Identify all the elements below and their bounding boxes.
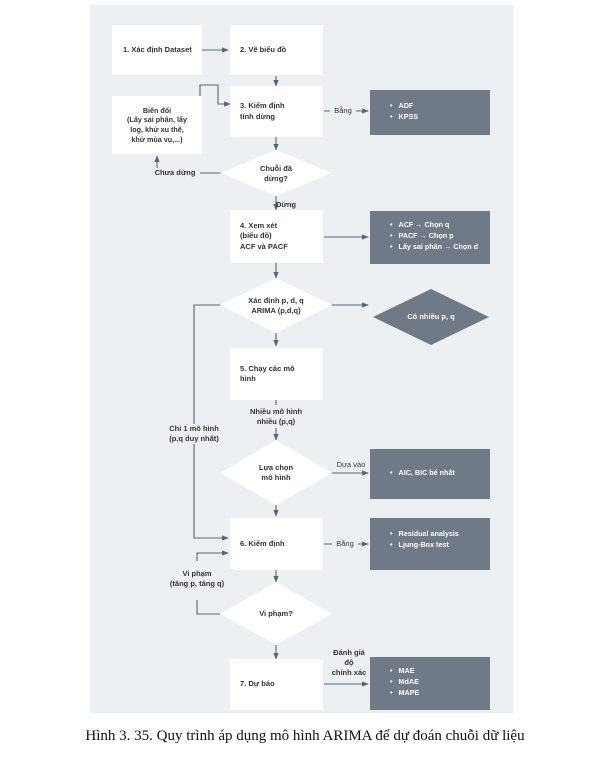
decision-stationary bbox=[220, 150, 332, 196]
panel-item: ADF bbox=[390, 100, 478, 111]
arrow-d5-6-b bbox=[196, 550, 229, 561]
arrow-transform-3 bbox=[199, 84, 231, 107]
step-transform: Biến đổi (Lấy sai phân, lấy log, khử xu … bbox=[112, 96, 202, 154]
decision-pdq-text: Xác định p, d, q ARIMA (p,d,q) bbox=[248, 296, 304, 315]
decision-many-pq-text: Có nhiều p, q bbox=[407, 312, 455, 321]
panel-list: ACF → Chọn qPACF → Chọn pLấy sai phân → … bbox=[382, 219, 478, 252]
panel-item: AIC, BIC bé nhất bbox=[390, 467, 478, 478]
step-acf-pacf: 4. Xem xét (biểu đồ) ACF và PACF bbox=[230, 210, 323, 263]
panel-item: KPSS bbox=[390, 111, 478, 122]
panel-aic-bic: AIC, BIC bé nhất bbox=[370, 449, 490, 499]
decision-many-pq bbox=[373, 289, 489, 345]
panel-item: PACF → Chọn p bbox=[390, 230, 478, 241]
step-validate: 6. Kiểm định bbox=[230, 518, 323, 570]
step-plot: 2. Vẽ biểu đồ bbox=[230, 25, 323, 75]
panel-item: MAPE bbox=[390, 687, 478, 698]
label-nhieu-mo-hinh: Nhiều mô hình nhiều (p,q) bbox=[236, 407, 316, 427]
decision-violation bbox=[220, 582, 332, 645]
decision-stationary-text: Chuỗi đã dừng? bbox=[259, 164, 293, 183]
decision-violation-text: Vi phạm? bbox=[259, 609, 293, 618]
panel-residual-tests: Residual analysisLjung-Box test bbox=[370, 518, 490, 570]
panel-stationarity-tests: ADFKPSS bbox=[370, 90, 490, 135]
panel-list: Residual analysisLjung-Box test bbox=[382, 528, 478, 550]
label-dua-vao: Dựa vào bbox=[336, 460, 366, 469]
label-danh-gia: Đánh giá độ chính xác bbox=[331, 648, 367, 677]
arrow-d5-6 bbox=[196, 600, 220, 615]
panel-list: AIC, BIC bé nhất bbox=[382, 467, 478, 478]
decision-select-model bbox=[220, 440, 332, 505]
panel-item: Residual analysis bbox=[390, 528, 478, 539]
label-dung: Dừng bbox=[276, 200, 297, 209]
step-forecast: 7. Dự báo bbox=[230, 659, 323, 710]
label-vi-pham: Vi phạm (tăng p, tăng q) bbox=[160, 569, 234, 589]
panel-accuracy-metrics: MAEMdAEMAPE bbox=[370, 657, 490, 710]
panel-acf-pacf: ACF → Chọn qPACF → Chọn pLấy sai phân → … bbox=[370, 211, 490, 264]
panel-item: MAE bbox=[390, 665, 478, 676]
panel-list: ADFKPSS bbox=[382, 100, 478, 122]
figure-caption: Hình 3. 35. Quy trình áp dụng mô hình AR… bbox=[85, 728, 525, 744]
step-define-dataset: 1. Xác định Dataset bbox=[112, 25, 202, 75]
panel-item: MdAE bbox=[390, 676, 478, 687]
step-stationarity-test: 3. Kiểm định tính dừng bbox=[230, 86, 323, 137]
panel-item: ACF → Chọn q bbox=[390, 219, 478, 230]
panel-list: MAEMdAEMAPE bbox=[382, 665, 478, 698]
decision-select-model-text: Lựa chọn mô hình bbox=[258, 463, 294, 482]
arrow-d2-6 bbox=[193, 304, 229, 541]
panel-item: Ljung-Box test bbox=[390, 539, 478, 550]
label-bang-1: Bằng bbox=[330, 106, 356, 116]
decision-pdq bbox=[220, 278, 332, 333]
label-chua-dung: Chưa dừng bbox=[150, 168, 200, 178]
label-bang-2: Bằng bbox=[332, 539, 358, 549]
label-chi-1-mo-hinh: Chỉ 1 mô hình (p,q duy nhất) bbox=[158, 424, 230, 444]
step-run-models: 5. Chạy các mô hình bbox=[230, 348, 323, 400]
panel-item: Lấy sai phân → Chọn d bbox=[390, 241, 478, 252]
